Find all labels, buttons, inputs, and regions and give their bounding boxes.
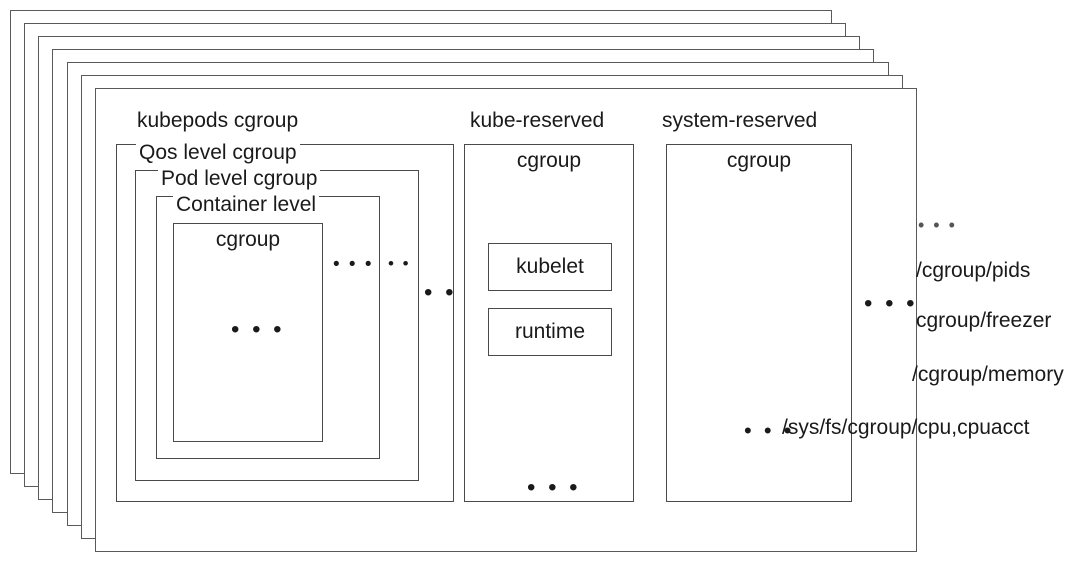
pod-level-label: Pod level cgroup bbox=[158, 166, 321, 192]
qos-level-ellipsis: • • bbox=[388, 254, 411, 273]
pod-level-box: Container level cgroup • • • • • • bbox=[156, 192, 380, 459]
kubepods-box: Qos level cgroup Pod level cgroup Contai… bbox=[116, 140, 475, 502]
system-reserved-ellipsis: • • • bbox=[864, 290, 918, 317]
path-label-memory: /cgroup/memory bbox=[912, 363, 1064, 386]
qos-level-label: Qos level cgroup bbox=[136, 140, 300, 166]
path-label-freezer: cgroup/freezer bbox=[916, 309, 1052, 332]
kube-reserved-title-line1: kube-reserved bbox=[467, 108, 608, 134]
kubepods-title: kubepods cgroup bbox=[134, 108, 302, 134]
container-cgroup-title: cgroup bbox=[215, 228, 281, 251]
container-level-label: Container level bbox=[173, 192, 320, 218]
system-reserved-box: cgroup bbox=[666, 144, 852, 502]
kube-reserved-title-line2: cgroup bbox=[516, 149, 582, 172]
system-reserved-title-line1: system-reserved bbox=[659, 108, 821, 134]
path-label-cpuacct: /sys/fs/cgroup/cpu,cpuacct bbox=[782, 416, 1030, 439]
path-label-pids: /cgroup/pids bbox=[916, 259, 1031, 282]
kubelet-box[interactable]: kubelet bbox=[488, 243, 612, 291]
system-reserved-title-line2: cgroup bbox=[726, 149, 792, 172]
kube-reserved-box: cgroup kubelet runtime • • • bbox=[464, 144, 634, 502]
runtime-box[interactable]: runtime bbox=[488, 308, 612, 356]
path-label-top-ellipsis: • • • bbox=[918, 215, 957, 235]
qos-level-box: Pod level cgroup Container level cgroup … bbox=[135, 166, 419, 481]
container-level-box: cgroup • • • bbox=[173, 223, 323, 442]
path-label-front-ellipsis: • • • bbox=[744, 418, 795, 443]
pod-level-ellipsis: • • • bbox=[333, 254, 374, 275]
container-inner-ellipsis: • • • bbox=[231, 316, 285, 343]
kube-reserved-ellipsis: • • • bbox=[527, 474, 581, 501]
front-card: kubepods cgroup Qos level cgroup Pod lev… bbox=[95, 88, 917, 552]
